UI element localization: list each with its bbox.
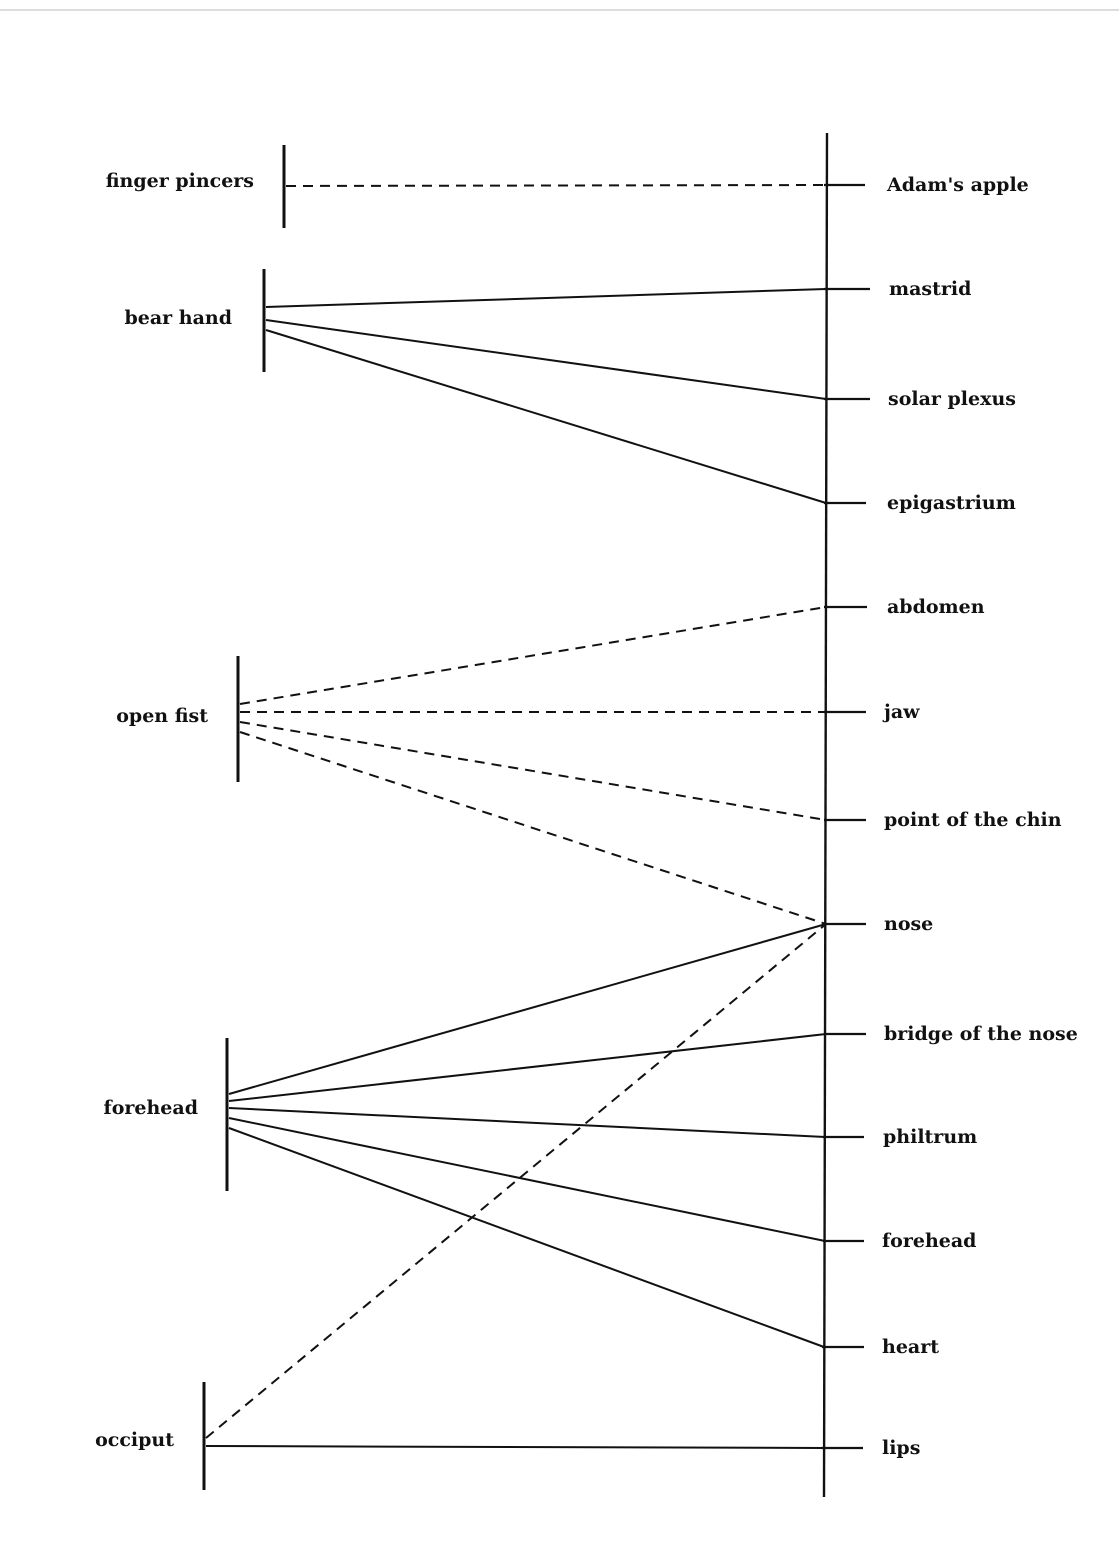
technique-label: finger pincers: [106, 170, 254, 192]
connection-bear-hand-to-solar-plexus: [265, 319, 827, 400]
connection-open-fist-to-nose: [239, 731, 827, 925]
connection-forehead-to-forehead: [228, 1117, 826, 1242]
targets-layer: Adam's apple mastrid solar plexus epigastri…: [821, 174, 1078, 1459]
connection-occiput-to-nose: [205, 923, 827, 1439]
techniques-layer: finger pincers bear hand open fist forehead…: [95, 145, 286, 1490]
target-label: jaw: [882, 701, 920, 723]
technique-label: occiput: [95, 1429, 174, 1451]
target-label: bridge of the nose: [884, 1023, 1078, 1045]
connection-occiput-to-lips: [205, 1445, 824, 1449]
target-point-of-the-chin: point of the chin: [824, 809, 1062, 831]
technique-bear-hand: bear hand: [124, 269, 266, 372]
target-adams-apple: Adam's apple: [824, 174, 1029, 196]
connection-bear-hand-to-mastrid: [265, 288, 827, 308]
technique-open-fist: open fist: [116, 656, 240, 782]
connection-forehead-to-heart: [228, 1127, 825, 1348]
technique-label: open fist: [116, 705, 208, 727]
target-mastrid: mastrid: [824, 278, 971, 300]
target-label: nose: [884, 913, 933, 935]
target-solar-plexus: solar plexus: [824, 388, 1016, 410]
target-label: point of the chin: [884, 809, 1062, 831]
technique-forehead: forehead: [104, 1038, 229, 1191]
technique-finger-pincers: finger pincers: [106, 145, 286, 228]
target-label: Adam's apple: [886, 174, 1029, 196]
connection-finger-pincers-to-adams-apple: [285, 184, 827, 187]
target-lips: lips: [821, 1437, 920, 1459]
connection-open-fist-to-point-of-the-chin: [239, 721, 827, 821]
target-label: heart: [882, 1336, 939, 1358]
target-bridge-of-the-nose: bridge of the nose: [824, 1023, 1078, 1045]
target-heart: heart: [822, 1336, 939, 1358]
target-axis: [822, 132, 829, 1498]
target-label: solar plexus: [888, 388, 1016, 410]
target-label: abdomen: [887, 596, 985, 618]
technique-label: bear hand: [124, 307, 232, 329]
target-label: epigastrium: [887, 492, 1016, 514]
target-forehead: forehead: [823, 1230, 976, 1252]
connection-forehead-to-nose: [228, 923, 827, 1095]
target-abdomen: abdomen: [824, 596, 985, 618]
connections-layer: [205, 184, 827, 1449]
technique-label: forehead: [104, 1097, 198, 1119]
target-nose: nose: [824, 913, 933, 935]
connection-bear-hand-to-epigastrium: [265, 329, 827, 504]
target-jaw: jaw: [824, 701, 920, 723]
target-epigastrium: epigastrium: [824, 492, 1016, 514]
target-label: lips: [882, 1437, 920, 1459]
target-label: forehead: [882, 1230, 976, 1252]
connection-open-fist-to-abdomen: [239, 606, 827, 705]
target-philtrum: philtrum: [823, 1126, 977, 1148]
connection-forehead-to-philtrum: [228, 1107, 826, 1138]
connection-forehead-to-bridge-of-the-nose: [228, 1033, 827, 1102]
target-label: philtrum: [883, 1126, 977, 1148]
target-label: mastrid: [889, 278, 971, 300]
technique-occiput: occiput: [95, 1382, 206, 1490]
